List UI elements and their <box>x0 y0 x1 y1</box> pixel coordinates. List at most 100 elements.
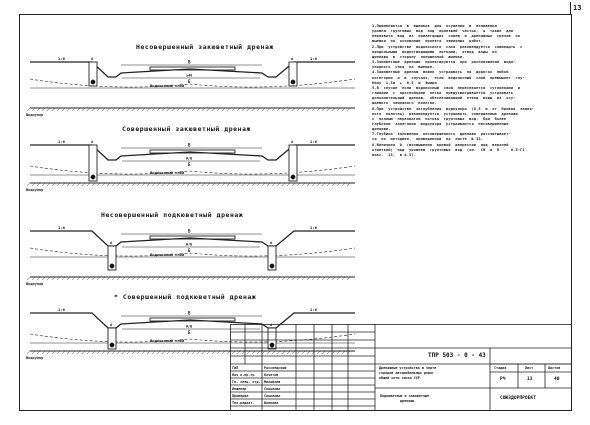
aquitard-hatch <box>96 350 101 355</box>
ground-profile <box>30 61 355 78</box>
sheets-value: 40 <box>554 377 560 382</box>
drain-trench <box>88 61 98 87</box>
aquitard-hatch <box>41 182 46 187</box>
note-6: 6.При устройстве заглубления водоупора (… <box>372 106 534 116</box>
aquitard-hatch <box>116 182 121 187</box>
slope-label-left: 1:6 <box>58 307 66 312</box>
aquitard-hatch <box>46 107 51 112</box>
aquitard-hatch <box>96 276 101 281</box>
note-8: 8.Величина Δ (возвышение кривой депресси… <box>372 142 525 157</box>
note-1: 1.Применяются в выемках для осушения и п… <box>372 24 521 44</box>
drain-trench <box>267 327 277 350</box>
aquitard-hatch <box>251 182 256 187</box>
aquitard-hatch <box>296 182 301 187</box>
aquitard-label: Водоупор <box>26 188 43 192</box>
section-title-2: Совершенный закюветный дренаж <box>122 125 251 133</box>
aquitard-hatch <box>106 107 111 112</box>
aquitard-hatch <box>171 182 176 187</box>
dimension-label-upper: В <box>188 311 191 316</box>
aquitard-hatch <box>286 276 291 281</box>
aquitard-hatch <box>106 276 111 281</box>
aquitard-hatch <box>341 107 346 112</box>
aquitard-hatch <box>261 276 266 281</box>
aquitard-hatch <box>316 276 321 281</box>
aquitard-hatch <box>76 350 81 355</box>
drain-trench <box>288 144 298 182</box>
aquitard-hatch <box>171 107 176 112</box>
dimension-label-lower: Б <box>188 330 191 335</box>
aquitard-label: Водоупор <box>26 113 43 117</box>
note-6-cont: с полным перехватом потока грунтовых вод… <box>372 116 509 132</box>
aquitard-hatch <box>256 276 261 281</box>
pavement-layer <box>149 235 236 240</box>
aquitard-hatch <box>151 276 156 281</box>
dimension-label-lower: Б <box>188 79 191 84</box>
drain-width-label: d <box>91 57 93 61</box>
aquitard-hatch <box>331 107 336 112</box>
aquitard-hatch <box>211 107 216 112</box>
dimension-label-lower: Б <box>188 162 191 167</box>
pavement-layer <box>149 149 236 154</box>
aquitard-hatch <box>181 276 186 281</box>
aquitard-hatch <box>231 182 236 187</box>
aquitard-hatch <box>71 350 76 355</box>
aquitard-hatch <box>251 350 256 355</box>
aquitard-hatch <box>131 107 136 112</box>
aquitard-hatch <box>336 350 341 355</box>
aquitard-hatch <box>56 182 61 187</box>
note-3: 3.Закюветные дренажи проектируются при р… <box>372 60 516 70</box>
role-6: Тех.редакт. <box>232 401 255 405</box>
section-title-1: Несовершенный закюветный дренаж <box>136 43 274 51</box>
aquitard-hatch <box>136 350 141 355</box>
aquitard-hatch <box>186 350 191 355</box>
sheets-header: Листов <box>548 366 561 370</box>
organization: СОЮЗДОРПРОЕКТ <box>500 396 536 401</box>
aquitard-hatch <box>176 182 181 187</box>
drain-width-label: d <box>270 241 272 245</box>
aquitard-hatch <box>256 107 261 112</box>
aquitard-hatch <box>321 107 326 112</box>
aquitard-hatch <box>141 182 146 187</box>
aquitard-hatch <box>271 276 276 281</box>
drain-trench <box>88 144 98 182</box>
aquitard-hatch <box>131 350 136 355</box>
name-6: Волкова <box>264 401 279 405</box>
ground-profile <box>30 144 355 161</box>
aquitard-hatch <box>241 182 246 187</box>
aquitard-hatch <box>171 276 176 281</box>
aquitard-hatch <box>206 107 211 112</box>
stage-header: Стадия <box>494 366 507 370</box>
aquitard-hatch <box>336 182 341 187</box>
aquitard-hatch <box>61 350 66 355</box>
aquitard-hatch <box>166 276 171 281</box>
role-4: Инженер <box>232 387 247 391</box>
aquitard-hatch <box>146 350 151 355</box>
aquitard-hatch <box>146 276 151 281</box>
slope-label-right: 1:6 <box>310 56 318 61</box>
ground-profile <box>30 312 355 329</box>
dimension-label-upper: В <box>188 229 191 234</box>
dimension-label-lower: Б <box>188 248 191 253</box>
aquitard-hatch <box>276 182 281 187</box>
aquitard-hatch <box>146 182 151 187</box>
aquitard-hatch <box>281 182 286 187</box>
aquitard-hatch <box>106 350 111 355</box>
aquitard-hatch <box>51 107 56 112</box>
sheet-header: Лист <box>525 366 534 370</box>
aquitard-hatch <box>26 350 31 355</box>
aquitard-hatch <box>86 276 91 281</box>
aquitard-hatch <box>296 107 301 112</box>
aquitard-hatch <box>106 182 111 187</box>
aquitard-hatch <box>121 107 126 112</box>
role-1: ГИП <box>232 366 239 370</box>
aquitard-hatch <box>321 182 326 187</box>
aquitard-hatch <box>196 107 201 112</box>
aquitard-hatch <box>166 182 171 187</box>
aquitard-hatch <box>176 276 181 281</box>
title-block: ТПР 503 - 0 - 43 Дренажные устройства в … <box>230 324 572 411</box>
aquitard-hatch <box>31 107 36 112</box>
aquitard-hatch <box>221 276 226 281</box>
drain-pipe <box>109 342 115 348</box>
aquitard-hatch <box>116 107 121 112</box>
aquitard-hatch <box>346 276 351 281</box>
